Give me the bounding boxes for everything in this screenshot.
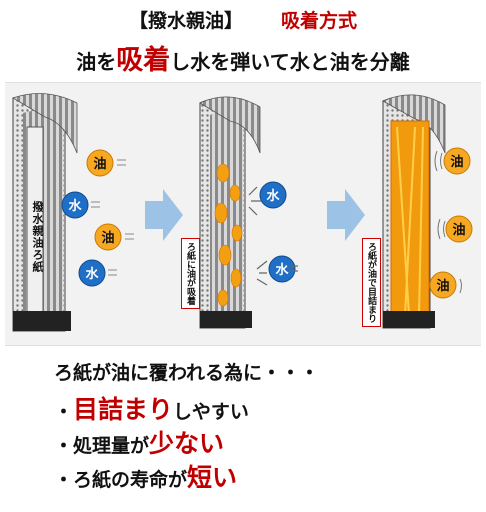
title-method: 吸着方式 (281, 10, 358, 32)
item-suffix: しやすい (173, 401, 249, 423)
water-label: 水 (275, 262, 289, 278)
item-emphasis: 目詰まり (73, 395, 174, 424)
water-label: 水 (68, 198, 82, 214)
item-prefix: ・ろ紙の寿命が (54, 469, 188, 491)
filter-label: 撥水親油ろ紙 (31, 201, 44, 273)
filter-stage-1 (12, 93, 78, 332)
arrow-1 (145, 189, 183, 241)
water-drop-2b: 水 (268, 255, 296, 283)
oil-label: 油 (452, 222, 465, 238)
oil-label: 油 (101, 230, 114, 246)
subtitle-emphasis: 吸着 (116, 45, 171, 76)
filter-stage-2 (199, 96, 261, 329)
water-drop-2a: 水 (259, 181, 287, 209)
water-drop-1a: 水 (61, 191, 89, 219)
water-drop-1b: 水 (78, 259, 106, 287)
conclusion-item-capacity: ・処理量が少ない (54, 424, 224, 460)
item-prefix: ・処理量が (54, 435, 150, 457)
subtitle: 油を吸着し水を弾いて水と油を分離 (0, 38, 486, 77)
water-label: 水 (85, 266, 99, 282)
conclusion-item-clogging: ・目詰まりしやすい (54, 390, 249, 426)
oil-label: 油 (93, 156, 106, 172)
stage-2-label: ろ紙に油が吸着 (181, 238, 200, 309)
motion-lines-3 (434, 150, 462, 294)
oil-drop-3c: 油 (429, 271, 457, 299)
water-label: 水 (266, 188, 280, 204)
diagram-svg: 油 水 油 水 水 水 (12, 93, 473, 332)
conclusion-intro: ろ紙が油に覆われる為に・・・ (54, 362, 320, 384)
arrow-2 (327, 189, 365, 241)
diagram-panel: 油 水 油 水 水 水 (5, 82, 481, 346)
oil-label: 油 (436, 278, 449, 294)
oil-drop-3a: 油 (443, 147, 471, 175)
splash-marks (248, 186, 298, 286)
page-title: 【撥水親油】 吸着方式 (0, 6, 486, 33)
item-emphasis: 短い (187, 463, 238, 492)
subtitle-pre: 油を (76, 50, 117, 74)
oil-drop-1b: 油 (94, 223, 122, 251)
item-prefix: ・ (54, 401, 74, 423)
motion-lines-1 (91, 159, 134, 276)
item-emphasis: 少ない (149, 429, 225, 458)
stage-3-label: ろ紙が油で目詰まり (362, 238, 381, 327)
filter-stage-3 (382, 94, 446, 329)
conclusion-item-lifespan: ・ろ紙の寿命が短い (54, 458, 237, 494)
title-type: 【撥水親油】 (128, 10, 243, 32)
oil-drop-1a: 油 (86, 149, 114, 177)
oil-label: 油 (450, 154, 463, 170)
subtitle-post: し水を弾いて水と油を分離 (170, 50, 410, 74)
oil-drop-3b: 油 (445, 215, 473, 243)
